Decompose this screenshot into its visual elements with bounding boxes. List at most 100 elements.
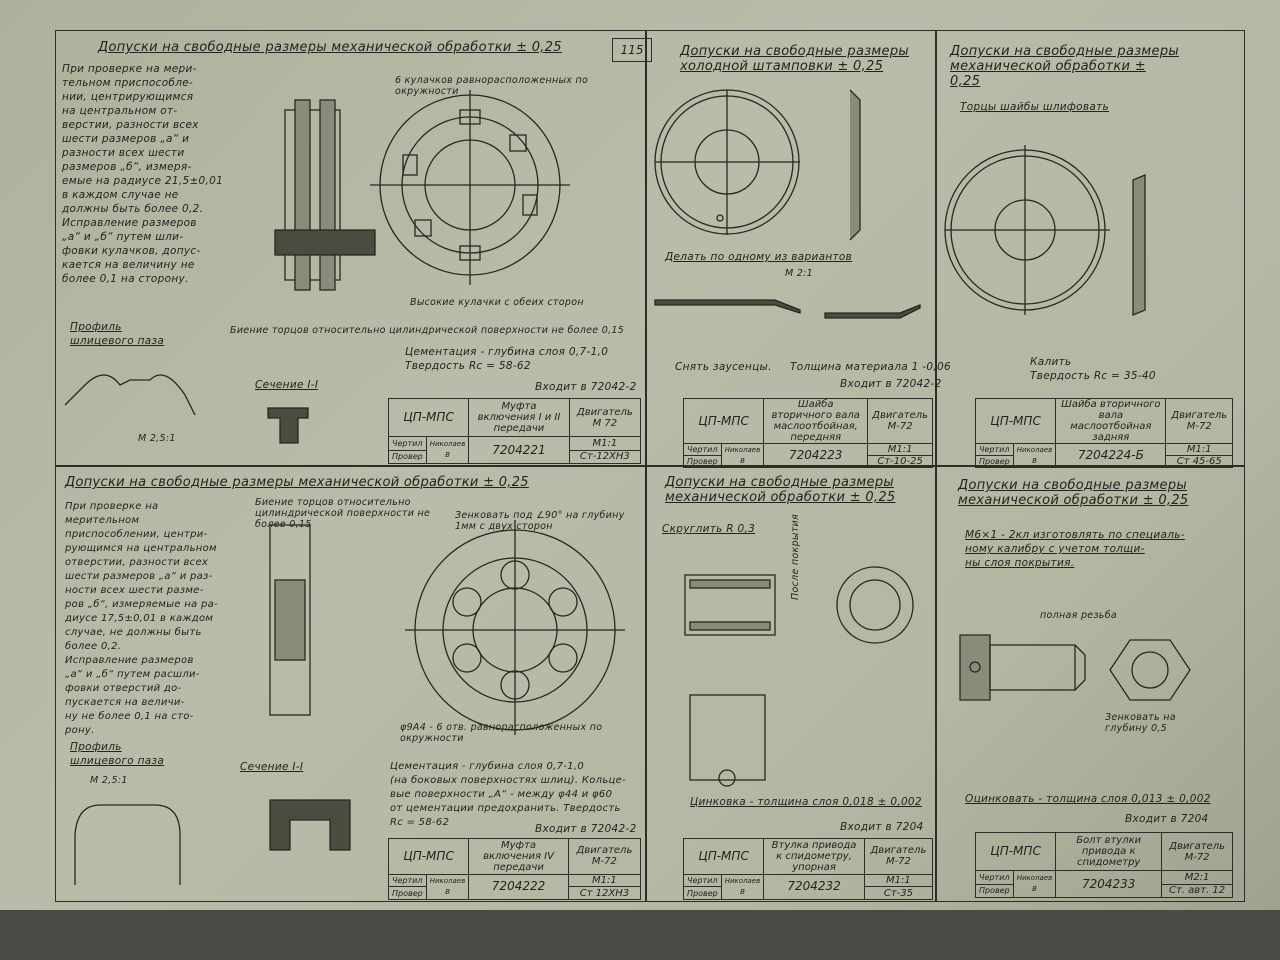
checker-signature: Николаев В (425, 436, 470, 464)
engine: Двигатель М-72 (1165, 398, 1233, 444)
drawing-sheet: 115 Допуски на свободные размеры механич… (0, 0, 1280, 910)
org: ЦП-МПС (387, 397, 470, 438)
scale: М1:1 (1165, 443, 1233, 456)
panel2-title: Допуски на свободные размеры холодной шт… (680, 44, 909, 74)
panel2-enters: Входит в 72042-2 (840, 378, 942, 390)
scale: М1:1 (867, 443, 933, 456)
drawing-number: 7204224-Б (1055, 443, 1167, 468)
panel4-enters: Входит в 72042-2 (535, 823, 637, 835)
panel5-zinc: Цинковка - толщина слоя 0,018 ± 0,002 (690, 796, 922, 808)
drawn-label: Чертил (388, 873, 427, 888)
panel1-section-label: Сечение I-I (255, 379, 319, 391)
panel4-countersink: Зенковать под ∠90° на глубину 1мм с двух… (455, 510, 625, 532)
checked-label: Провер (388, 449, 427, 465)
org: ЦП-МПС (974, 831, 1057, 872)
drawing-number: 7204221 (468, 436, 570, 464)
panel1-callout-bottom: Высокие кулачки с обеих сторон (410, 297, 584, 308)
drawing-number: 7204222 (468, 873, 569, 901)
checked-label: Провер (975, 455, 1014, 468)
drawn-label: Чертил (683, 443, 722, 456)
drawing-number: 7204232 (763, 873, 865, 901)
scale: М1:1 (863, 873, 934, 888)
drawn-label: Чертил (975, 870, 1014, 885)
panel1-enters: Входит в 72042-2 (535, 381, 637, 393)
panel1-profile-scale: М 2,5:1 (138, 433, 176, 444)
engine: Двигатель М-72 (567, 838, 642, 875)
panel1-profile-drawing (64, 374, 196, 416)
panel2-drawing (654, 89, 861, 241)
panel2-scale-note: М 2:1 (785, 268, 814, 279)
panel4-holes: φ9А4 - 6 отв. равнорасположенных по окру… (400, 722, 603, 744)
panel4-treatment: Цементация - глубина слоя 0,7-1,0 (на бо… (390, 761, 627, 828)
drawn-label: Чертил (388, 436, 427, 451)
engine: Двигатель М-72 (867, 398, 933, 444)
panel2-section-variants (654, 299, 921, 319)
panel2-thickness: Толщина материала 1 -0,06 (790, 361, 951, 373)
panel3-drawing (944, 145, 1146, 316)
checked-label: Провер (683, 455, 722, 468)
divider (55, 465, 1245, 467)
panel4-drawing (269, 520, 625, 735)
drawing-number: 7204233 (1055, 870, 1163, 898)
panel1-profile-label: Профиль шлицевого паза (70, 321, 165, 347)
panel3-title: Допуски на свободные размеры механическо… (950, 44, 1179, 89)
part-name: Шайба вторичного вала маслоотбойная, пер… (763, 398, 869, 444)
part-name: Втулка привода к спидометру, упорная (763, 838, 865, 875)
part-name: Муфта включения I и II передачи (468, 397, 570, 438)
panel1-callout-top: 6 кулачков равнорасположенных по окружно… (395, 75, 589, 97)
panel4-title: Допуски на свободные размеры механическо… (65, 475, 529, 490)
panel1-title: Допуски на свободные размеры механическо… (98, 40, 562, 55)
panel1-drawing (274, 90, 570, 291)
engine: Двигатель М 72 (568, 397, 642, 438)
panel4-section-drawing (269, 799, 351, 851)
panel4-profile-label: Профиль шлицевого паза (70, 741, 165, 767)
panel1-section-drawing (267, 407, 309, 444)
checker-signature: Николаев В (425, 873, 470, 901)
panel6-thread-label: полная резьба (1040, 610, 1117, 621)
panel1-runout: Биение торцов относительно цилиндрическо… (230, 325, 625, 336)
checked-label: Провер (683, 886, 722, 900)
panel6-title: Допуски на свободные размеры механическо… (958, 478, 1189, 508)
checker-signature: Николаев В (720, 443, 765, 468)
drawn-label: Чертил (683, 873, 722, 888)
panel4-profile-scale: М 2,5:1 (90, 775, 128, 786)
org: ЦП-МПС (387, 838, 470, 875)
panel3-harden: Калить Твердость Rc = 35-40 (1030, 356, 1156, 382)
material: Ст 12ХН3 (567, 886, 642, 900)
page-number: 115 (612, 38, 652, 62)
panel2-burr-note: Снять заусенцы. (675, 361, 772, 373)
org: ЦП-МПС (682, 838, 765, 875)
checked-label: Провер (975, 883, 1014, 899)
material: Ст-10-25 (867, 455, 933, 468)
panel6-zinc: Оцинковать - толщина слоя 0,013 ± 0,002 (965, 793, 1211, 805)
panel4-section-label: Сечение I-I (240, 761, 304, 773)
panel5-drawing (684, 566, 914, 787)
panel6-enters: Входит в 7204 (1125, 813, 1209, 825)
panel4-profile-drawing (74, 804, 181, 885)
panel5-enters: Входит в 7204 (840, 821, 924, 833)
part-name: Болт втулки привода к спидометру (1055, 831, 1163, 872)
panel2-variant-note: Делать по одному из вариантов (665, 251, 853, 263)
checker-signature: Николаев В (1012, 870, 1057, 898)
panel1-notes: При проверке на мери- тельном приспособл… (62, 63, 224, 285)
material: Ст 45-65 (1165, 455, 1233, 468)
panel4-notes: При проверке на мерительном приспособлен… (65, 501, 218, 736)
scale: М2:1 (1161, 870, 1233, 885)
material: Ст-12ХН3 (568, 449, 642, 465)
scale: М1:1 (567, 873, 642, 888)
scale: М1:1 (568, 436, 642, 451)
panel1-treatment: Цементация - глубина слоя 0,7-1,0 Твердо… (405, 346, 609, 372)
checker-signature: Николаев В (720, 873, 765, 901)
panel6-drawing (959, 634, 1191, 701)
part-name: Шайба вторичного вала маслоотбойная задн… (1055, 398, 1167, 444)
panel5-round-note: Скруглить R 0,3 (662, 523, 756, 535)
part-name: Муфта включения IV передачи (468, 838, 569, 875)
drawing-number: 7204223 (763, 443, 869, 468)
material: Ст. авт. 12 (1161, 883, 1233, 899)
